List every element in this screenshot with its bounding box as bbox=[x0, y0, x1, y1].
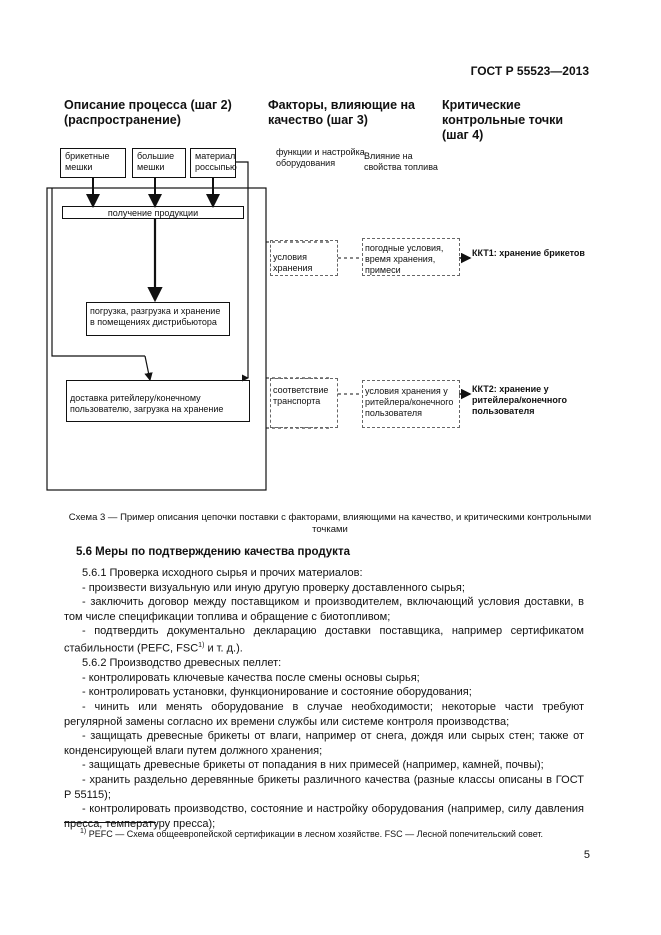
list-item: - произвести визуальную или иную другую … bbox=[82, 581, 465, 594]
step-handling-storage: погрузка, разгрузка и хранение в помещен… bbox=[86, 302, 230, 336]
input-big-bags: большие мешки bbox=[132, 148, 186, 178]
list-item: - защищать древесные брикеты от попадани… bbox=[82, 759, 544, 772]
ccp-2: ККТ2: хранение у ритейлера/конечного пол… bbox=[472, 384, 567, 416]
subheader-influence: Влияние на свойства топлива bbox=[364, 151, 438, 172]
ccp-1: ККТ1: хранение брикетов bbox=[472, 248, 585, 258]
footnote-divider bbox=[64, 822, 156, 823]
input-briquette-bags: брикетные мешки bbox=[60, 148, 126, 178]
section-body: 5.6.1 Проверка исходного сырья и прочих … bbox=[64, 566, 584, 831]
step-receiving: получение продукции bbox=[62, 206, 244, 219]
list-item: - подтвердить документально декларацию д… bbox=[64, 625, 584, 655]
list-item: - защищать древесные брикеты от влаги, н… bbox=[64, 730, 584, 757]
list-item: - контролировать ключевые качества после… bbox=[82, 671, 420, 684]
input-bulk-material: материал россыпью bbox=[190, 148, 237, 178]
subheader-equipment: функции и настройка оборудования bbox=[276, 147, 365, 168]
influence-retail-storage: условия хранения у ритейлера/конечного п… bbox=[362, 380, 460, 428]
figure-caption: Схема 3 — Пример описания цепочки постав… bbox=[68, 512, 592, 535]
subsection-5-6-1: 5.6.1 Проверка исходного сырья и прочих … bbox=[82, 567, 363, 579]
list-item: - чинить или менять оборудование в случа… bbox=[64, 701, 584, 728]
factor-storage-conditions: условия хранения bbox=[270, 240, 338, 276]
subsection-5-6-2: 5.6.2 Производство древесных пеллет: bbox=[82, 657, 282, 670]
footnote-reference: 1) bbox=[198, 641, 205, 649]
standard-number: ГОСТ Р 55523—2013 bbox=[470, 64, 589, 78]
step-delivery: доставка ритейлеру/конечному пользовател… bbox=[66, 380, 250, 422]
diagram-connectors bbox=[46, 161, 472, 491]
footnote-text: PEFC — Схема общеевропейской сертификаци… bbox=[88, 829, 544, 839]
page-number: 5 bbox=[583, 849, 590, 861]
factor-transport: соответствие транспорта bbox=[270, 378, 338, 428]
footnote-mark: 1) bbox=[80, 828, 87, 835]
list-item: - хранить раздельно деревянные брикеты р… bbox=[64, 773, 584, 801]
section-title: 5.6 Меры по подтверждению качества проду… bbox=[76, 546, 350, 558]
footnote: 1) PEFC — Схема общеевропейской сертифик… bbox=[80, 828, 600, 839]
column-heading-factors: Факторы, влияющие на качество (шаг 3) bbox=[268, 98, 415, 127]
list-item: - заключить договор между поставщиком и … bbox=[64, 596, 584, 623]
column-heading-ccp: Критические контрольные точки (шаг 4) bbox=[442, 98, 564, 142]
column-heading-process: Описание процесса (шаг 2) (распространен… bbox=[64, 98, 232, 127]
list-item: - контролировать установки, функциониров… bbox=[82, 686, 472, 699]
influence-weather: погодные условия, время хранения, примес… bbox=[362, 238, 460, 276]
list-item: - контролировать производство, состояние… bbox=[64, 803, 584, 830]
